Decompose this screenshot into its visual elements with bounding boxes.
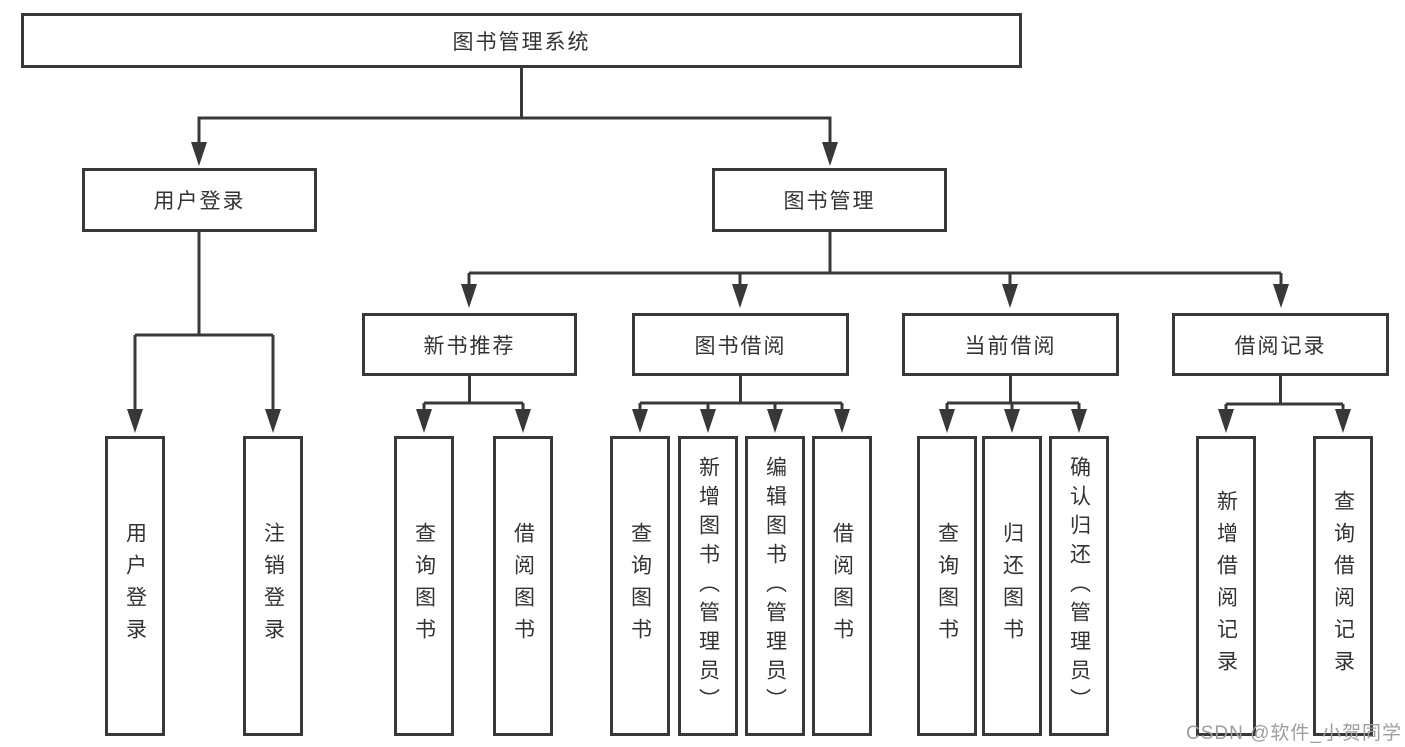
arrowhead-icon [1071,409,1087,433]
leaf-add-borrow-record: 新增借阅记录 [1196,436,1256,736]
leaf-borrow-books: 借阅图书 [812,436,872,736]
node-current-borrow: 当前借阅 [902,313,1119,376]
arrowhead-icon [265,409,281,433]
leaf-add-borrow-record-label: 新增借阅记录 [1214,490,1238,682]
arrowhead-icon [1335,409,1351,433]
leaf-borrow-books-recommend: 借阅图书 [493,436,553,736]
leaf-confirm-return-admin-label: 确认归还（管理员） [1067,455,1091,717]
leaf-query-books-current: 查询图书 [917,436,977,736]
node-user-login: 用户登录 [82,168,317,232]
connector-root-split [191,68,838,166]
leaf-query-books-recommend: 查询图书 [394,436,454,736]
arrowhead-icon [461,284,477,308]
arrowhead-icon [1002,284,1018,308]
arrowhead-icon [416,409,432,433]
leaf-query-books-borrow: 查询图书 [610,436,670,736]
node-borrow-records: 借阅记录 [1172,313,1389,376]
arrowhead-icon [767,409,783,433]
leaf-logout-label: 注销登录 [261,522,285,650]
leaf-return-book-label: 归还图书 [1000,522,1024,650]
leaf-confirm-return-admin: 确认归还（管理员） [1049,436,1109,736]
arrowhead-icon [632,409,648,433]
connector-line [1224,376,1345,410]
connector-book-management-split [461,232,1289,308]
arrowhead-icon [127,409,143,433]
arrowhead-icon [834,409,850,433]
connector-line [945,376,1081,410]
connector-line [638,376,844,410]
leaf-edit-book-admin: 编辑图书（管理员） [745,436,805,736]
leaf-borrow-books-label: 借阅图书 [830,522,854,650]
leaf-query-books-current-label: 查询图书 [935,522,959,650]
arrowhead-icon [191,142,207,166]
leaf-edit-book-admin-label: 编辑图书（管理员） [763,455,787,717]
connector-current-borrow-split [939,376,1087,433]
connector-line [133,232,275,409]
leaf-logout: 注销登录 [243,436,303,736]
arrowhead-icon [515,409,531,433]
leaf-query-books-borrow-label: 查询图书 [628,522,652,650]
arrowhead-icon [1004,409,1020,433]
arrowhead-icon [822,142,838,166]
node-book-management: 图书管理 [712,168,947,232]
leaf-user-login: 用户登录 [105,436,165,736]
leaf-query-borrow-record-label: 查询借阅记录 [1331,490,1355,682]
connector-line [197,68,832,142]
connector-line [422,376,525,410]
connector-line [467,232,1283,285]
arrowhead-icon [1218,409,1234,433]
node-new-book-recommend: 新书推荐 [362,313,577,376]
arrowhead-icon [1273,284,1289,308]
arrowhead-icon [939,409,955,433]
connector-borrow-records-split [1218,376,1351,433]
watermark: CSDN @软件_小贺同学 [1186,723,1402,744]
connector-new-book-split [416,376,531,433]
node-root: 图书管理系统 [21,13,1022,68]
leaf-return-book: 归还图书 [982,436,1042,736]
connector-user-login-split [127,232,281,433]
leaf-borrow-books-recommend-label: 借阅图书 [511,522,535,650]
arrowhead-icon [700,409,716,433]
arrowhead-icon [732,284,748,308]
leaf-add-book-admin: 新增图书（管理员） [678,436,738,736]
leaf-add-book-admin-label: 新增图书（管理员） [696,455,720,717]
leaf-query-books-recommend-label: 查询图书 [412,522,436,650]
node-book-borrow: 图书借阅 [632,313,849,376]
leaf-user-login-label: 用户登录 [123,522,147,650]
connector-book-borrow-split [632,376,850,433]
leaf-query-borrow-record: 查询借阅记录 [1313,436,1373,736]
